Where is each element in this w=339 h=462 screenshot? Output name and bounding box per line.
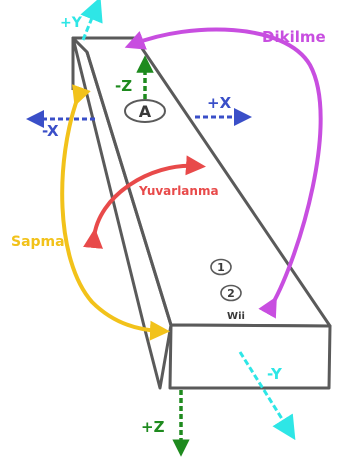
pitch-arrow bbox=[124, 27, 323, 319]
roll-label: Yuvarlanma bbox=[138, 184, 219, 198]
two-button: 2 bbox=[220, 284, 242, 302]
minus-y-label: -Y bbox=[267, 365, 283, 383]
plus-x-label: +X bbox=[207, 94, 232, 112]
minus-z-label: -Z bbox=[115, 77, 132, 95]
plus-y-arrow bbox=[80, 0, 103, 41]
minus-x-label: -X bbox=[42, 122, 59, 140]
two-button-label: 2 bbox=[227, 287, 235, 300]
a-button: A bbox=[124, 99, 166, 123]
minus-y-arrow bbox=[238, 351, 296, 441]
a-button-label: A bbox=[139, 102, 152, 121]
plus-y-label: +Y bbox=[60, 15, 83, 31]
one-button: 1 bbox=[210, 258, 232, 276]
plus-z-label: +Z bbox=[141, 418, 165, 436]
yaw-arrow bbox=[60, 84, 170, 341]
remote-front-face bbox=[168, 323, 332, 390]
one-button-label: 1 bbox=[217, 261, 225, 274]
pitch-label: Dikilme bbox=[262, 28, 326, 46]
yaw-label: Sapma bbox=[11, 234, 65, 250]
wii-remote-body bbox=[71, 36, 332, 390]
wii-brand-label: Wii bbox=[227, 311, 245, 322]
